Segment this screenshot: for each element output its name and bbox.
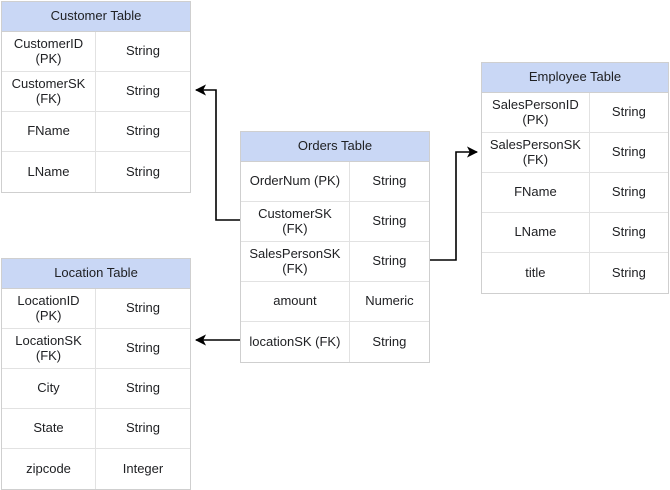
field-type-cell: String <box>126 380 160 396</box>
field-type-cell: String <box>611 184 646 200</box>
er-table-title-location: Location Table <box>2 259 190 289</box>
field-name-cell: FName <box>482 173 590 212</box>
field-type-cell: String <box>126 300 160 316</box>
field-name-cell: LName <box>2 152 96 192</box>
field-type-cell: Numeric <box>365 293 414 309</box>
table-row[interactable]: City String <box>2 369 190 409</box>
field-name-cell: SalesPersonSK (FK) <box>241 242 350 281</box>
connector-orders-customer <box>194 84 240 221</box>
field-type-cell: String <box>126 163 160 179</box>
field-name-cell: LocationID (PK) <box>2 289 96 328</box>
field-type-cell: String <box>126 123 160 139</box>
er-table-title-orders: Orders Table <box>241 132 429 162</box>
table-row[interactable]: SalesPersonSK (FK) String <box>241 242 429 282</box>
field-type-cell: String <box>126 43 160 59</box>
field-name-cell: title <box>482 253 590 293</box>
field-name-cell: City <box>2 369 96 408</box>
table-row[interactable]: title String <box>482 253 668 293</box>
table-row[interactable]: SalesPersonID (PK) String <box>482 93 668 133</box>
connector-orders-employee <box>430 146 479 261</box>
field-type-cell: String <box>126 83 160 99</box>
field-type-cell: String <box>126 420 160 436</box>
field-name-cell: LocationSK (FK) <box>2 329 96 368</box>
field-name-cell: CustomerID (PK) <box>2 32 96 71</box>
table-row[interactable]: LName String <box>2 152 190 192</box>
table-row[interactable]: LName String <box>482 213 668 253</box>
field-name-cell: State <box>2 409 96 448</box>
table-row[interactable]: CustomerID (PK) String <box>2 32 190 72</box>
table-row[interactable]: LocationSK (FK) String <box>2 329 190 369</box>
field-name-cell: locationSK (FK) <box>241 322 350 362</box>
field-type-cell: String <box>611 224 646 240</box>
field-name-cell: zipcode <box>2 449 96 489</box>
field-name-cell: SalesPersonSK (FK) <box>482 133 590 172</box>
table-row[interactable]: FName String <box>2 112 190 152</box>
table-row[interactable]: locationSK (FK) String <box>241 322 429 362</box>
field-type-cell: String <box>372 253 407 269</box>
field-name-cell: SalesPersonID (PK) <box>482 93 590 132</box>
table-row[interactable]: LocationID (PK) String <box>2 289 190 329</box>
table-row[interactable]: OrderNum (PK) String <box>241 162 429 202</box>
field-type-cell: Integer <box>122 460 164 476</box>
field-type-cell: String <box>611 104 646 120</box>
table-row[interactable]: CustomerSK (FK) String <box>2 72 190 112</box>
table-row[interactable]: CustomerSK (FK) String <box>241 202 429 242</box>
table-row[interactable]: State String <box>2 409 190 449</box>
field-name-cell: CustomerSK (FK) <box>241 202 350 241</box>
table-row[interactable]: SalesPersonSK (FK) String <box>482 133 668 173</box>
field-name-cell: OrderNum (PK) <box>241 162 350 201</box>
er-table-title-employee: Employee Table <box>482 63 668 93</box>
field-type-cell: String <box>611 264 646 280</box>
field-type-cell: String <box>372 333 407 349</box>
field-name-cell: LName <box>482 213 590 252</box>
field-type-cell: String <box>126 340 160 356</box>
field-name-cell: amount <box>241 282 350 321</box>
field-type-cell: String <box>372 213 407 229</box>
field-name-cell: CustomerSK (FK) <box>2 72 96 111</box>
field-name-cell: FName <box>2 112 96 151</box>
field-type-cell: String <box>372 173 407 189</box>
table-row[interactable]: amount Numeric <box>241 282 429 322</box>
table-row[interactable]: zipcode Integer <box>2 449 190 489</box>
field-type-cell: String <box>611 144 646 160</box>
table-row[interactable]: FName String <box>482 173 668 213</box>
er-table-title-customer: Customer Table <box>2 2 190 32</box>
